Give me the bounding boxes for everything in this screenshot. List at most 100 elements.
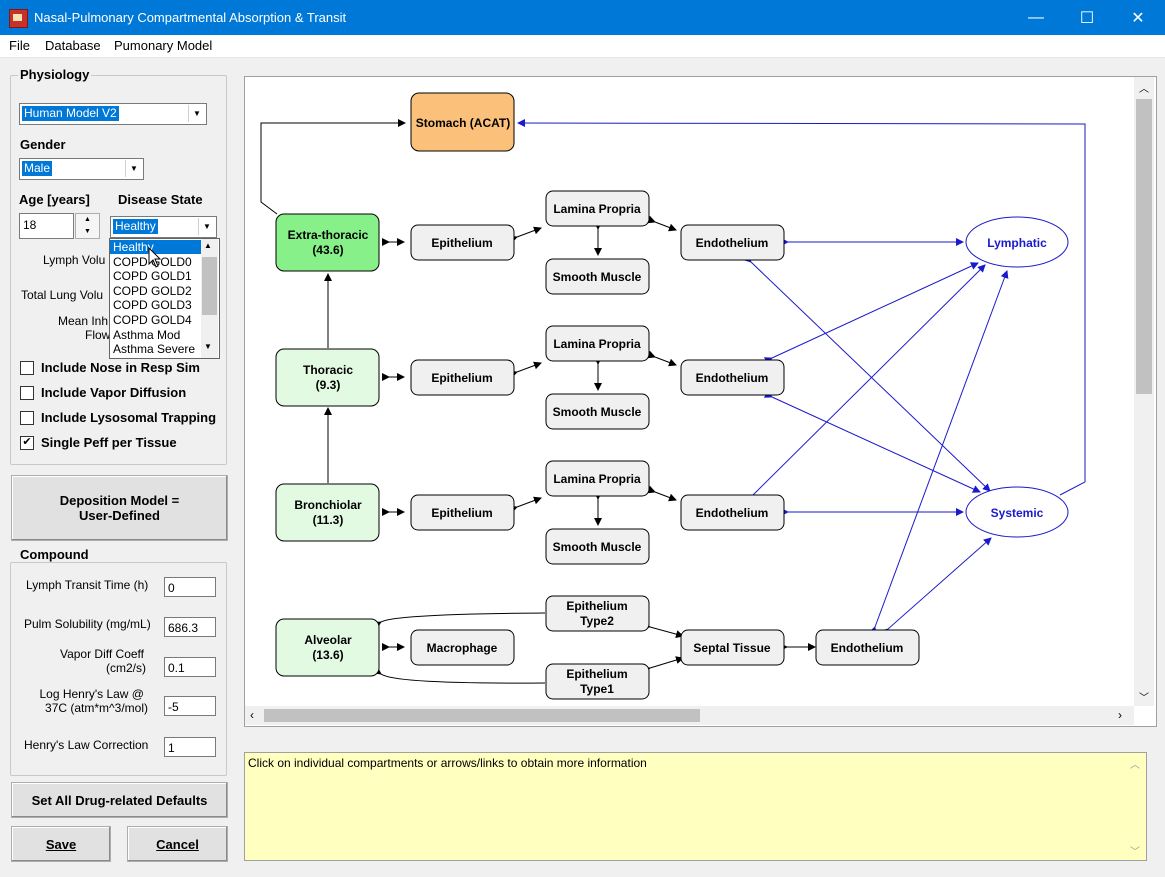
scroll-down-icon[interactable]: ▼ (204, 342, 212, 351)
maximize-button[interactable]: ☐ (1079, 9, 1095, 27)
chevron-down-icon[interactable]: ▼ (188, 105, 205, 122)
epithelium-node (410, 359, 515, 396)
menu-pulmonary-model[interactable]: Pumonary Model (114, 38, 213, 53)
chevron-down-icon[interactable]: ▼ (125, 160, 142, 177)
diagram-hscrollbar[interactable]: ‹ › (245, 706, 1134, 725)
info-text: Click on individual compartments or arro… (248, 756, 647, 770)
menu-database[interactable]: Database (45, 38, 101, 53)
menu-bar: File Database Pumonary Model (0, 35, 1165, 58)
scroll-up-icon[interactable]: ▲ (204, 241, 212, 250)
menu-file[interactable]: File (9, 38, 30, 53)
link-et-to-stomach (260, 119, 406, 215)
epithelium-label: Epithelium (431, 371, 492, 385)
lymph-volume-label: Lymph Volu (43, 253, 106, 267)
log-henry-input[interactable]: -5 (164, 696, 216, 716)
link-alv-type1 (372, 666, 546, 684)
window-title: Nasal-Pulmonary Compartmental Absorption… (34, 10, 347, 25)
macrophage-node (410, 629, 515, 666)
dropdown-scrollbar[interactable]: ▲ ▼ (201, 239, 218, 358)
epithelium-type2-node (545, 595, 650, 632)
link-endo3-lymphatic (743, 264, 986, 505)
include-vapor-diffusion-label: Include Vapor Diffusion (41, 385, 187, 400)
compartment-diagram[interactable]: Stomach (ACAT) Extra-thoracic (43.6) Tho… (245, 77, 1134, 706)
disease-state-dropdown-list[interactable]: Healthy COPD GOLD0 COPD GOLD1 COPD GOLD2… (109, 238, 220, 359)
set-all-defaults-button[interactable]: Set All Drug-related Defaults (11, 782, 228, 818)
smooth-muscle-node (545, 393, 650, 430)
lamina-propria-label: Lamina Propria (553, 472, 641, 486)
mean-inhalation-label: Mean Inh (58, 314, 109, 328)
vapor-diff-input[interactable]: 0.1 (164, 657, 216, 677)
save-button[interactable]: Save (11, 826, 111, 862)
bronchiolar-node (275, 483, 380, 542)
lymphatic-label: Lymphatic (987, 236, 1047, 250)
scroll-up-icon[interactable]: ︿ (1130, 760, 1140, 771)
info-textbox[interactable]: Click on individual compartments or arro… (244, 752, 1147, 861)
spin-up-icon[interactable]: ▲ (84, 216, 91, 223)
close-button[interactable]: ✕ (1131, 9, 1145, 27)
diagram-panel[interactable]: Stomach (ACAT) Extra-thoracic (43.6) Tho… (244, 76, 1157, 727)
epithelium-type1-sub: Type1 (580, 682, 614, 696)
dropdown-option[interactable]: Asthma Mod (113, 328, 181, 342)
dropdown-option[interactable]: COPD GOLD3 (113, 298, 192, 312)
vapor-diff-unit: (cm2/s) (106, 661, 146, 675)
septal-tissue-label: Septal Tissue (693, 641, 770, 655)
endothelium-node (815, 629, 920, 666)
thoracic-node (275, 348, 380, 407)
link-endo2-systemic (763, 390, 981, 493)
physiology-title: Physiology (18, 67, 92, 82)
henry-correction-input[interactable]: 1 (164, 737, 216, 757)
info-scrollbar[interactable]: ︿ ﹀ (1126, 753, 1145, 860)
deposition-line2: User-Defined (79, 508, 160, 523)
include-vapor-diffusion-checkbox[interactable] (20, 386, 34, 400)
disease-state-label: Disease State (118, 192, 203, 207)
scroll-right-icon[interactable]: › (1118, 708, 1122, 722)
dropdown-option[interactable]: Asthma Severe (113, 342, 196, 356)
include-nose-checkbox[interactable] (20, 361, 34, 375)
spin-down-icon[interactable]: ▼ (84, 228, 91, 235)
chevron-down-icon[interactable]: ▼ (198, 218, 215, 235)
scroll-down-icon[interactable]: ﹀ (1139, 693, 1149, 704)
endothelium-node (680, 359, 785, 396)
epithelium-type1-label: Epithelium (566, 667, 627, 681)
link-type1-septal (642, 656, 684, 674)
henry-correction-label: Henry's Law Correction (24, 738, 149, 752)
diagram-vscrollbar[interactable]: ︿ ﹀ (1134, 77, 1154, 706)
region-name: Extra-thoracic (288, 228, 369, 242)
dropdown-option[interactable]: COPD GOLD2 (113, 284, 192, 298)
region-value: (13.6) (312, 648, 343, 662)
endothelium-label: Endothelium (696, 236, 769, 250)
age-input[interactable]: 18 (19, 213, 74, 239)
smooth-muscle-label: Smooth Muscle (553, 270, 642, 284)
include-lysosomal-trapping-label: Include Lysosomal Trapping (41, 410, 217, 425)
single-peff-checkbox[interactable]: ✔ (20, 436, 34, 450)
compound-title: Compound (18, 547, 91, 562)
dropdown-option[interactable]: COPD GOLD4 (113, 313, 192, 327)
app-icon[interactable] (9, 9, 28, 28)
dropdown-option[interactable]: COPD GOLD0 (113, 255, 192, 269)
gender-select[interactable]: Male ▼ (19, 158, 144, 180)
lymph-transit-input[interactable]: 0 (164, 577, 216, 597)
model-select[interactable]: Human Model V2 ▼ (19, 103, 207, 125)
scroll-thumb[interactable] (202, 257, 217, 315)
endothelium-label: Endothelium (696, 371, 769, 385)
smooth-muscle-node (545, 258, 650, 295)
dropdown-option-healthy[interactable]: Healthy (110, 240, 203, 254)
lymph-transit-label: Lymph Transit Time (h) (26, 578, 149, 592)
scroll-down-icon[interactable]: ﹀ (1130, 847, 1140, 858)
dropdown-option[interactable]: COPD GOLD1 (113, 269, 192, 283)
deposition-model-button[interactable]: Deposition Model = User-Defined (11, 475, 228, 541)
endothelium-label: Endothelium (831, 641, 904, 655)
cancel-button[interactable]: Cancel (127, 826, 228, 862)
scroll-thumb[interactable] (1136, 99, 1152, 394)
include-lysosomal-trapping-checkbox[interactable] (20, 411, 34, 425)
disease-state-select[interactable]: Healthy ▼ (110, 216, 217, 238)
endothelium-node (680, 494, 785, 531)
pulm-solubility-input[interactable]: 686.3 (164, 617, 216, 637)
age-spinner[interactable]: ▲ ▼ (75, 213, 100, 239)
alveolar-node (275, 618, 380, 677)
link-endo1-systemic (743, 254, 991, 492)
scroll-left-icon[interactable]: ‹ (250, 708, 254, 722)
minimize-button[interactable]: — (1028, 8, 1044, 26)
scroll-thumb[interactable] (264, 709, 700, 722)
scroll-up-icon[interactable]: ︿ (1139, 84, 1149, 95)
